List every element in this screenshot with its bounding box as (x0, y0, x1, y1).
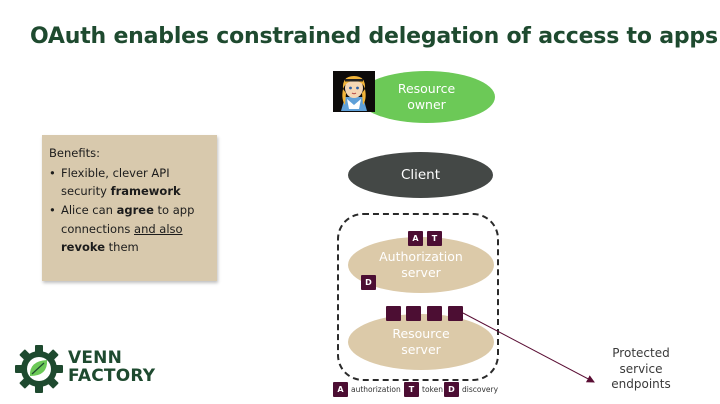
slide-title: OAuth enables constrained delegation of … (30, 24, 718, 49)
alice-avatar (333, 71, 375, 112)
benefit-underline: and also (134, 221, 183, 236)
protected-label-line3: endpoints (611, 377, 671, 392)
endpoint-block (427, 306, 442, 321)
authorization-server-label-line1: Authorization (379, 249, 463, 265)
legend-authorization-tag: A (333, 382, 348, 397)
benefits-heading: Benefits: (49, 146, 100, 160)
venn-factory-logo-icon (14, 344, 64, 394)
client-node: Client (348, 152, 493, 198)
server-boundary (337, 213, 499, 381)
authorization-server-label-line2: server (401, 265, 441, 280)
resource-server-label-line2: server (401, 342, 441, 357)
benefit-text: them (105, 240, 139, 255)
benefit-emphasis: revoke (61, 240, 106, 255)
benefit-text: Alice can (61, 202, 117, 217)
brand-line1: VENN (68, 348, 123, 368)
legend-token-tag: T (404, 382, 419, 397)
resource-owner-label-line1: Resource (397, 81, 456, 97)
benefit-text: to app connections (61, 202, 195, 236)
benefit-emphasis: framework (110, 184, 181, 199)
protected-label-line1: Protected (612, 346, 670, 360)
endpoint-block (386, 306, 401, 321)
protected-label-line2: service (619, 361, 663, 376)
protected-endpoints-label: Protected service endpoints (586, 346, 696, 393)
resource-owner-node: Resource owner (358, 71, 495, 123)
legend-discovery-label: discovery (462, 385, 499, 394)
brand-line2: FACTORY (68, 366, 156, 386)
brand-name: VENN FACTORY (68, 349, 155, 385)
token-tag: T (427, 231, 442, 246)
discovery-tag: D (361, 275, 376, 290)
benefit-emphasis: agree (116, 202, 154, 217)
benefit-item: Alice can agree to app connections and a… (49, 201, 209, 257)
legend-discovery-tag: D (444, 382, 459, 397)
legend-token-label: token (422, 385, 443, 394)
benefit-item: Flexible, clever API security framework (49, 164, 209, 201)
legend-authorization-label: authorization (351, 385, 401, 394)
endpoint-block (448, 306, 463, 321)
endpoint-block (406, 306, 421, 321)
resource-owner-label-line2: owner (407, 97, 446, 112)
benefit-text: Flexible, clever API security (61, 165, 170, 199)
benefits-list: Flexible, clever API security framework … (49, 164, 209, 257)
resource-server-label-line1: Resource (392, 326, 450, 342)
benefits-box: Benefits: Flexible, clever API security … (42, 135, 217, 281)
client-label: Client (400, 166, 441, 183)
resource-server-node: Resource server (348, 314, 494, 370)
authorization-tag: A (408, 231, 423, 246)
